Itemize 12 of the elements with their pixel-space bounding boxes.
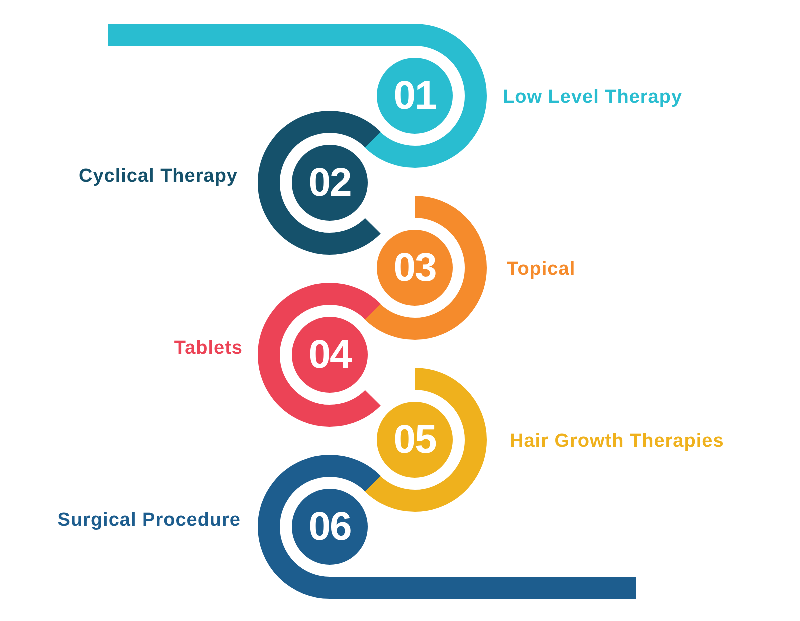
step-label: Topical xyxy=(507,259,576,281)
number-circle: 02 xyxy=(292,145,368,221)
number-circle: 04 xyxy=(292,317,368,393)
step-label: Hair Growth Therapies xyxy=(510,431,724,453)
number-circle: 03 xyxy=(377,230,453,306)
number-circle: 06 xyxy=(292,489,368,565)
number-circle: 01 xyxy=(377,58,453,134)
step-label: Tablets xyxy=(174,338,243,360)
number-circle: 05 xyxy=(377,402,453,478)
step-label: Low Level Therapy xyxy=(503,87,683,109)
step-label: Cyclical Therapy xyxy=(78,166,238,188)
step-label: Surgical Procedure xyxy=(58,510,241,532)
